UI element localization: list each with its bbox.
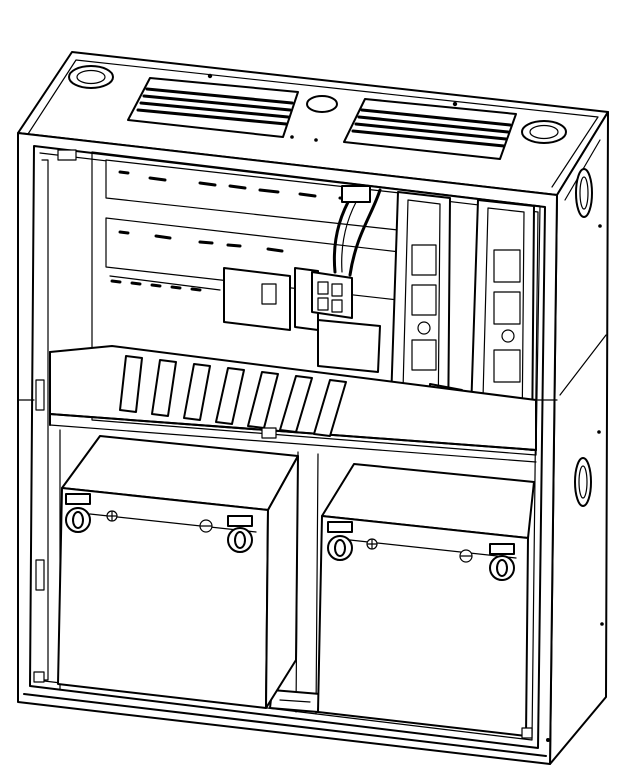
cabinet-bottom-edge — [23, 671, 547, 757]
knockout-hole-icon — [306, 95, 338, 113]
battery-left — [57, 435, 299, 709]
terminal-post-icon — [327, 521, 353, 561]
terminal-post-icon — [489, 543, 515, 581]
terminal-post-icon — [65, 493, 91, 533]
battery-right — [317, 463, 535, 737]
shelf-slots — [119, 355, 347, 439]
screw-icon — [459, 549, 473, 563]
screw-icon — [106, 510, 118, 522]
terminal-post-icon — [227, 515, 253, 553]
screw-icon — [199, 519, 213, 533]
knockout-hole-icon — [574, 457, 592, 507]
top-vent-right — [343, 98, 517, 160]
wire-harness — [332, 185, 382, 277]
knockout-hole-icon — [575, 168, 593, 218]
knockout-hole-icon — [521, 120, 567, 144]
knockout-hole-icon — [68, 65, 114, 89]
door-hinge-edge — [35, 149, 77, 681]
screw-icon — [366, 538, 378, 550]
module-block — [223, 267, 319, 331]
terminal-block — [311, 271, 381, 373]
top-vent-left — [127, 77, 299, 138]
